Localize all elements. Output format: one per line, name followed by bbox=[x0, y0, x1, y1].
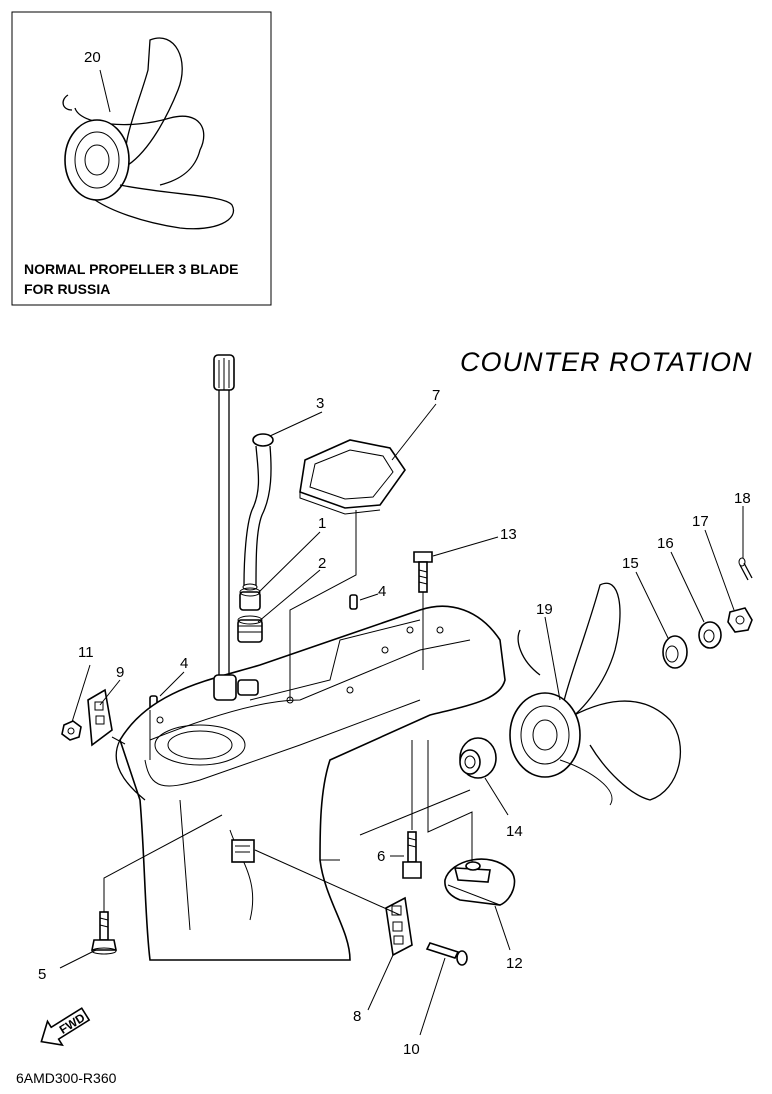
inset-panel: 20 NORMAL PROPELLER 3 BLADE FOR RUSSIA bbox=[11, 11, 272, 306]
callout-labels: 3 7 1 2 4 13 4 11 9 5 6 14 12 8 10 19 15… bbox=[38, 387, 751, 1058]
washer-15-illustration bbox=[662, 635, 688, 669]
trim-tab-12-illustration bbox=[444, 858, 516, 906]
screw-10-illustration bbox=[425, 942, 468, 966]
seal-illustration bbox=[237, 615, 263, 643]
callout-14: 14 bbox=[506, 823, 523, 840]
nut-11-illustration bbox=[61, 720, 82, 741]
callout-17: 17 bbox=[692, 513, 709, 530]
anode-9-illustration bbox=[87, 688, 113, 747]
callout-20: 20 bbox=[84, 49, 101, 66]
callout-9: 9 bbox=[116, 664, 124, 681]
drawing-code: 6AMD300-R360 bbox=[16, 1070, 117, 1086]
callout-11: 11 bbox=[78, 644, 94, 661]
callout-10: 10 bbox=[403, 1041, 420, 1058]
bolt-6-illustration bbox=[402, 831, 422, 879]
callout-12: 12 bbox=[506, 955, 523, 972]
callout-1: 1 bbox=[318, 515, 326, 532]
washer-16-illustration bbox=[698, 621, 722, 649]
water-tube-illustration bbox=[242, 433, 274, 591]
gasket-illustration bbox=[299, 439, 406, 515]
grommet-illustration bbox=[239, 587, 261, 611]
bolt-5-illustration bbox=[91, 911, 117, 955]
bolt-13-illustration bbox=[413, 551, 433, 593]
callout-4-upper: 4 bbox=[378, 583, 386, 600]
callout-19: 19 bbox=[536, 601, 553, 618]
castle-nut-17-illustration bbox=[727, 607, 753, 633]
inset-caption-line1: NORMAL PROPELLER 3 BLADE bbox=[24, 261, 238, 277]
callout-15: 15 bbox=[622, 555, 639, 572]
propeller-19-illustration bbox=[509, 582, 682, 806]
callout-2: 2 bbox=[318, 555, 326, 572]
lower-casing-illustration bbox=[115, 605, 506, 961]
anode-8-illustration bbox=[385, 896, 413, 957]
callout-16: 16 bbox=[657, 535, 674, 552]
callout-5: 5 bbox=[38, 966, 46, 983]
rotation-title: COUNTER ROTATION bbox=[460, 347, 753, 377]
propeller-3-blade-inset-illustration bbox=[62, 37, 235, 230]
inset-caption-line2: FOR RUSSIA bbox=[24, 281, 110, 297]
leader-lines bbox=[59, 403, 744, 1036]
callout-3: 3 bbox=[316, 395, 324, 412]
callout-8: 8 bbox=[353, 1008, 361, 1025]
callout-4-lower: 4 bbox=[180, 655, 188, 672]
callout-6: 6 bbox=[377, 848, 385, 865]
fwd-arrow-icon: FWD bbox=[40, 1007, 91, 1047]
drive-shaft-illustration bbox=[213, 354, 235, 690]
spacer-14-illustration bbox=[459, 737, 497, 779]
callout-13: 13 bbox=[500, 526, 517, 543]
callout-7: 7 bbox=[432, 387, 440, 404]
cotter-pin-18-illustration bbox=[738, 557, 753, 581]
callout-18: 18 bbox=[734, 490, 751, 507]
